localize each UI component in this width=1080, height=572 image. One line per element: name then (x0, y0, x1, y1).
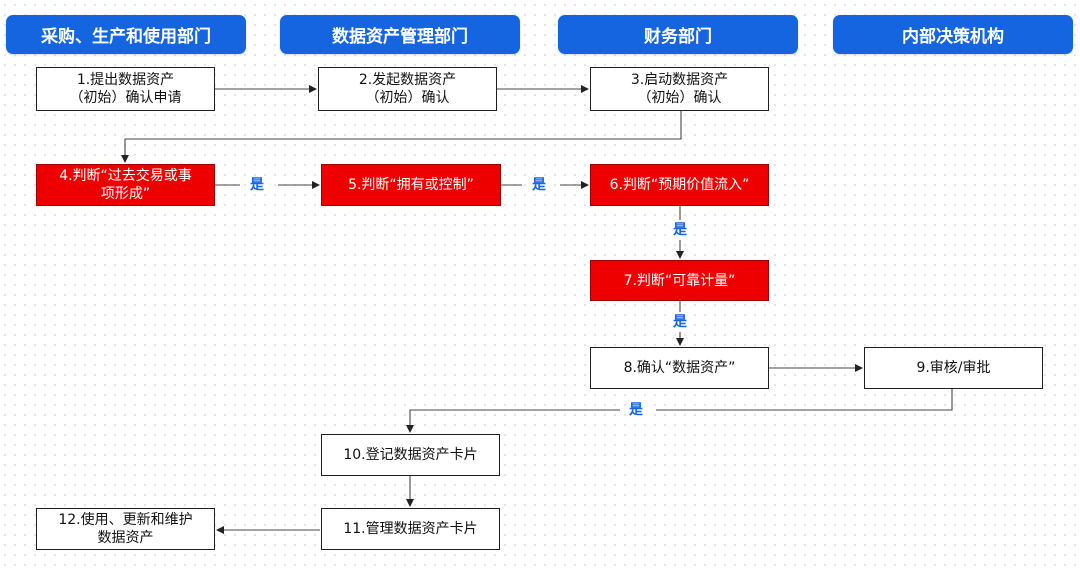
step-11-manage-asset-card: 11.管理数据资产卡片 (321, 508, 500, 550)
header-data-asset-management: 数据资产管理部门 (280, 15, 520, 54)
yes-label-4-to-5: 是 (247, 177, 267, 193)
step-12-use-update-maintain: 12.使用、更新和维护 数据资产 (36, 508, 215, 550)
step-6-judge-expected-value-inflow: 6.判断“预期价值流入” (590, 164, 769, 206)
step-2-initiate-confirmation: 2.发起数据资产 （初始）确认 (318, 67, 497, 111)
arrow-9-to-10 (656, 389, 953, 411)
header-internal-decision: 内部决策机构 (833, 15, 1073, 54)
step-10-register-asset-card: 10.登记数据资产卡片 (321, 434, 500, 476)
step-7-judge-reliable-measurement: 7.判断“可靠计量” (590, 260, 769, 301)
yes-label-5-to-6: 是 (529, 177, 549, 193)
step-4-judge-past-transactions: 4.判断“过去交易或事 项形成” (36, 164, 215, 206)
step-9-review-approve: 9.审核/审批 (864, 347, 1043, 389)
step-5-judge-ownership-control: 5.判断“拥有或控制” (321, 164, 501, 206)
yes-label-6-to-7: 是 (670, 222, 690, 238)
step-8-confirm-data-asset: 8.确认“数据资产” (590, 347, 769, 389)
step-3-start-confirmation: 3.启动数据资产 （初始）确认 (590, 67, 769, 111)
yes-label-9-to-10: 是 (626, 402, 646, 418)
yes-label-7-to-8: 是 (670, 314, 690, 330)
step-1-submit-request: 1.提出数据资产 （初始）确认申请 (36, 67, 215, 111)
arrow-3-to-4 (121, 110, 682, 163)
header-procurement-production-use: 采购、生产和使用部门 (6, 15, 246, 54)
header-finance: 财务部门 (558, 15, 798, 54)
